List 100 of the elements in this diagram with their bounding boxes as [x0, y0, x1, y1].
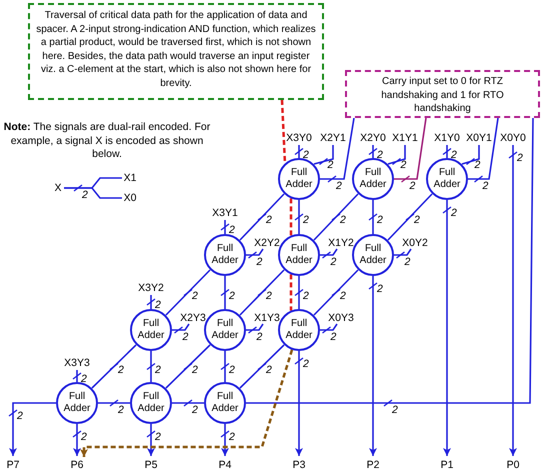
- bus-width-label: 2: [118, 404, 124, 416]
- arrow: [147, 424, 155, 456]
- wire: [468, 118, 499, 180]
- wire: [314, 145, 334, 165]
- wire: [172, 402, 204, 404]
- bus-width-label: 2: [229, 224, 235, 236]
- bus-width-label: 2: [118, 364, 124, 376]
- bus-width-label: 2: [182, 331, 188, 343]
- wire: [224, 220, 226, 234]
- wire: [224, 351, 226, 382]
- signal-label: X2Y3: [179, 312, 207, 324]
- full-adder-circle: Full Adder: [56, 382, 98, 424]
- bus-width-label: 2: [414, 214, 420, 226]
- bus-width-label: 2: [392, 404, 398, 416]
- wire: [246, 118, 534, 404]
- wire: [446, 145, 448, 158]
- output-label: P0: [499, 458, 527, 472]
- wire: [246, 248, 264, 256]
- bus-width-label: 2: [256, 331, 262, 343]
- wire: [298, 200, 300, 234]
- bus-width-label: 2: [517, 152, 523, 164]
- wire: [172, 324, 190, 331]
- bus-width-label: 2: [229, 290, 235, 302]
- wire: [313, 193, 359, 241]
- bus-width-label: 2: [340, 214, 346, 226]
- note-box: Traversal of critical data path for the application of data and spacer. A 2-input strong-indication AND function, which realizes a partial product, would be traversed first, which is not shown here. Besides, the data path would traverse an input register viz. a C-element at the start, which is also not shown here for brevity.: [28, 3, 324, 100]
- bus-width-label: 2: [404, 256, 410, 268]
- signal-label: X1Y2: [327, 236, 355, 250]
- wire: [320, 324, 338, 331]
- signal-label: X2Y2: [253, 236, 281, 250]
- wire: [76, 370, 78, 382]
- full-adder-circle: Full Adder: [278, 309, 320, 351]
- bus-width-label: 2: [330, 331, 336, 343]
- wire: [387, 193, 433, 241]
- full-adder-circle: Full Adder: [426, 158, 468, 200]
- output-label: P2: [359, 458, 387, 472]
- bus-width-label: 2: [474, 158, 480, 170]
- output-label: P7: [0, 458, 27, 472]
- wire: [98, 402, 130, 404]
- bus-width-label: 2: [303, 290, 309, 302]
- wire: [320, 118, 355, 180]
- arrow: [509, 145, 517, 456]
- bus-width-label: 2: [229, 431, 235, 443]
- wire: [165, 269, 211, 316]
- arrow: [73, 424, 81, 456]
- bus-width-label: 2: [266, 364, 272, 376]
- bus-width-label: 2: [303, 358, 309, 370]
- bus-width-label: 2: [229, 364, 235, 376]
- arrow: [369, 276, 377, 456]
- bus-width-label: 2: [340, 290, 346, 302]
- bus-width-label: 2: [192, 290, 198, 302]
- bus-width-label: 2: [328, 158, 334, 170]
- bus-width-label: 2: [82, 189, 88, 201]
- bus-width-label: 2: [303, 148, 309, 160]
- wire: [150, 295, 152, 309]
- bus-width-label: 2: [81, 431, 87, 443]
- signal-label: X0Y1: [465, 132, 493, 144]
- full-adder-circle: Full Adder: [352, 158, 394, 200]
- signal-label: X2Y0: [359, 132, 387, 144]
- bus-width-label: 2: [410, 180, 416, 192]
- wire: [165, 344, 211, 389]
- wire: [298, 145, 300, 158]
- output-label: P6: [63, 458, 91, 472]
- wire: [64, 187, 122, 199]
- bus-width-label: 2: [377, 148, 383, 160]
- callout-box: Carry input set to 0 for RTZ handshaking and 1 for RTO handshaking: [345, 70, 540, 118]
- wire: [394, 248, 412, 256]
- wire: [388, 145, 406, 165]
- critical-path-line: [290, 274, 292, 311]
- signal-label: X0Y2: [401, 236, 429, 250]
- output-label: P5: [137, 458, 165, 472]
- bus-width-label: 2: [482, 180, 488, 192]
- wire: [239, 344, 285, 389]
- output-label: P4: [211, 458, 239, 472]
- bus-width-label: 2: [266, 290, 272, 302]
- bus-width-label: 2: [155, 431, 161, 443]
- signal-label: X3Y2: [137, 282, 165, 294]
- wire: [320, 248, 338, 256]
- signal-label: X0: [116, 192, 144, 204]
- wire: [313, 269, 359, 316]
- signal-label: X1Y0: [433, 132, 461, 144]
- signal-label: X0Y3: [327, 312, 355, 324]
- bus-width-label: 2: [330, 256, 336, 268]
- arrow: [295, 351, 303, 456]
- wire: [372, 200, 374, 234]
- arrow: [221, 424, 229, 456]
- full-adder-circle: Full Adder: [130, 382, 172, 424]
- bus-width-label: 2: [451, 207, 457, 219]
- wire: [462, 145, 480, 165]
- wire: [239, 193, 285, 241]
- wire: [91, 344, 137, 389]
- arrow: [9, 402, 56, 456]
- bus-width-label: 2: [336, 180, 342, 192]
- signal-label: X3Y1: [211, 206, 239, 220]
- bus-width-label: 2: [451, 148, 457, 160]
- wire: [372, 145, 374, 158]
- bus-width-label: 2: [155, 364, 161, 376]
- wire: [298, 276, 300, 309]
- full-adder-circle: Full Adder: [130, 309, 172, 351]
- full-adder-circle: Full Adder: [204, 234, 246, 276]
